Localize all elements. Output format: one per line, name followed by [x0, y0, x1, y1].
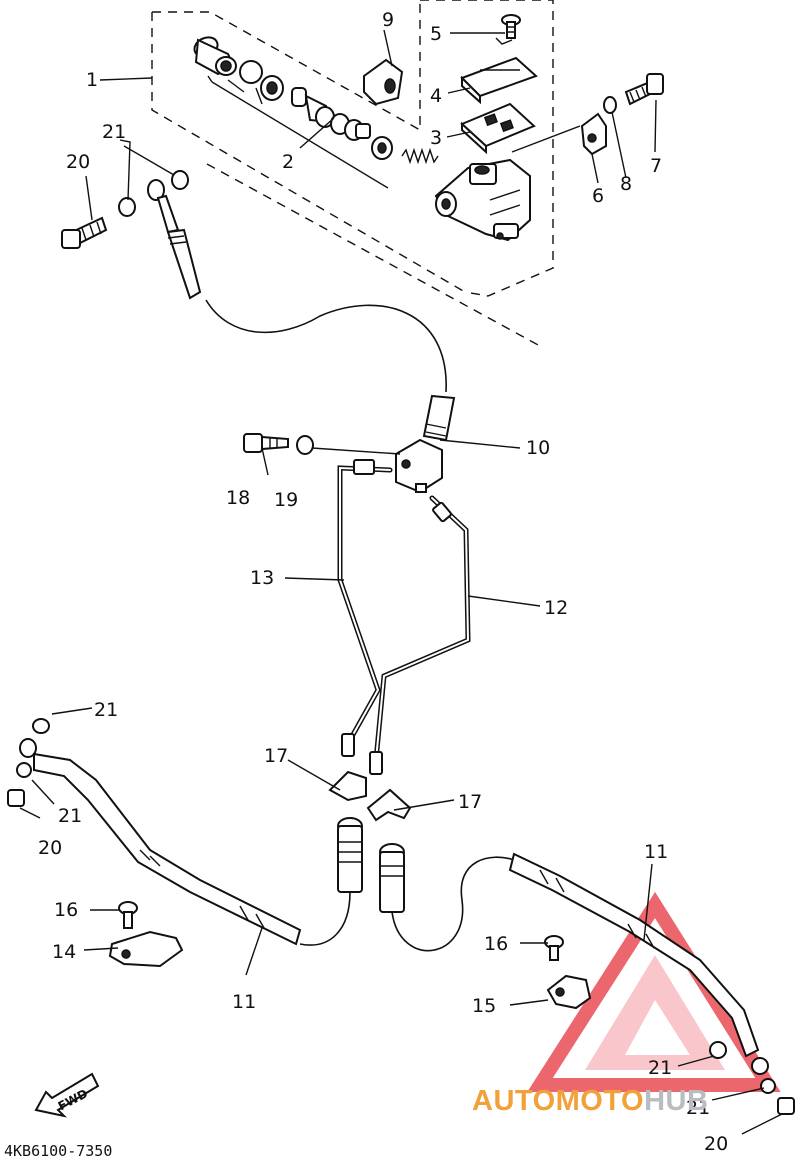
right-washer-a	[709, 1041, 727, 1059]
callout-11-right: 11	[644, 841, 668, 863]
callout-1: 1	[86, 69, 98, 91]
callout-20-upper: 20	[66, 151, 90, 173]
brake-joint	[395, 438, 443, 494]
right-caliper-bolt	[777, 1097, 795, 1115]
callout-21-left-bottom: 21	[58, 805, 82, 827]
callout-18: 18	[226, 487, 250, 509]
holder-bolt	[624, 73, 664, 106]
callout-labels: 1 2 3 4 5 6 7 8 9 10 11 11 12 13 14 15 1…	[38, 9, 728, 1155]
callout-16-left: 16	[54, 899, 78, 921]
callout-17-right: 17	[458, 791, 482, 813]
document-code: 4KB6100-7350	[4, 1142, 112, 1160]
upper-washer-b	[171, 170, 189, 190]
watermark-part2: HUB	[644, 1085, 708, 1117]
callout-2: 2	[282, 151, 294, 173]
master-cylinder-kit	[193, 14, 664, 242]
callout-13: 13	[250, 567, 274, 589]
callout-15: 15	[472, 995, 496, 1017]
leader-lines	[19, 29, 783, 1135]
callout-9: 9	[382, 9, 394, 31]
callout-3: 3	[430, 127, 442, 149]
callout-21-left-top: 21	[94, 699, 118, 721]
right-hose-fitting	[379, 843, 405, 913]
callout-21-right-a: 21	[648, 1057, 672, 1079]
upper-washer-a	[118, 197, 136, 217]
left-hose-fitting	[337, 817, 363, 893]
left-brake-hose	[19, 738, 351, 946]
watermark-text: AUTOMOTOHUB	[472, 1085, 708, 1117]
callout-6: 6	[592, 185, 604, 207]
cap-screw	[501, 14, 521, 39]
holder-washer	[603, 96, 617, 114]
piston-assembly	[291, 87, 371, 141]
left-hose-bracket	[108, 930, 184, 968]
callout-19: 19	[274, 489, 298, 511]
callout-21-upper: 21	[102, 121, 126, 143]
callout-8: 8	[620, 173, 632, 195]
master-cylinder-body	[434, 158, 531, 242]
svg-text:AUTOMOTOHUB: AUTOMOTOHUB	[472, 1085, 708, 1117]
callout-17-left: 17	[264, 745, 288, 767]
left-caliper-bolt	[7, 789, 25, 807]
left-washer-b	[16, 762, 32, 778]
return-spring	[401, 147, 439, 165]
right-brake-hose	[391, 852, 769, 1075]
callout-7: 7	[650, 155, 662, 177]
upper-brake-hose	[147, 179, 456, 442]
callout-14: 14	[52, 941, 76, 963]
callout-10: 10	[526, 437, 550, 459]
pipe-clip-a	[328, 770, 367, 802]
fwd-arrow-icon: FWD	[34, 1072, 100, 1118]
kit-outline	[151, 0, 554, 347]
callout-11-left: 11	[232, 991, 256, 1013]
reservoir-cap	[460, 56, 538, 105]
callout-5: 5	[430, 23, 442, 45]
pipe-clip-b	[366, 788, 412, 822]
callout-20-left: 20	[38, 837, 62, 859]
diaphragm	[460, 102, 536, 155]
callout-20-right: 20	[704, 1133, 728, 1155]
upper-union-bolt	[61, 216, 108, 249]
left-washer-a	[32, 718, 50, 734]
joint-bolt	[243, 433, 289, 453]
brake-pipe-12	[369, 495, 471, 775]
left-bracket-bolt	[118, 901, 138, 929]
dust-boot	[193, 36, 237, 76]
joint-washer	[296, 435, 314, 455]
right-hose-bracket	[546, 974, 592, 1010]
callout-4: 4	[430, 85, 442, 107]
callout-16-right: 16	[484, 933, 508, 955]
callout-12: 12	[544, 597, 568, 619]
right-washer-b	[760, 1078, 776, 1094]
circlip	[239, 60, 263, 84]
watermark-part1: AUTOMOTO	[472, 1085, 644, 1117]
right-bracket-bolt	[544, 935, 564, 961]
master-cylinder-holder	[580, 112, 607, 156]
lever-boot	[363, 58, 404, 106]
callout-21-right-b: 21	[686, 1097, 710, 1119]
